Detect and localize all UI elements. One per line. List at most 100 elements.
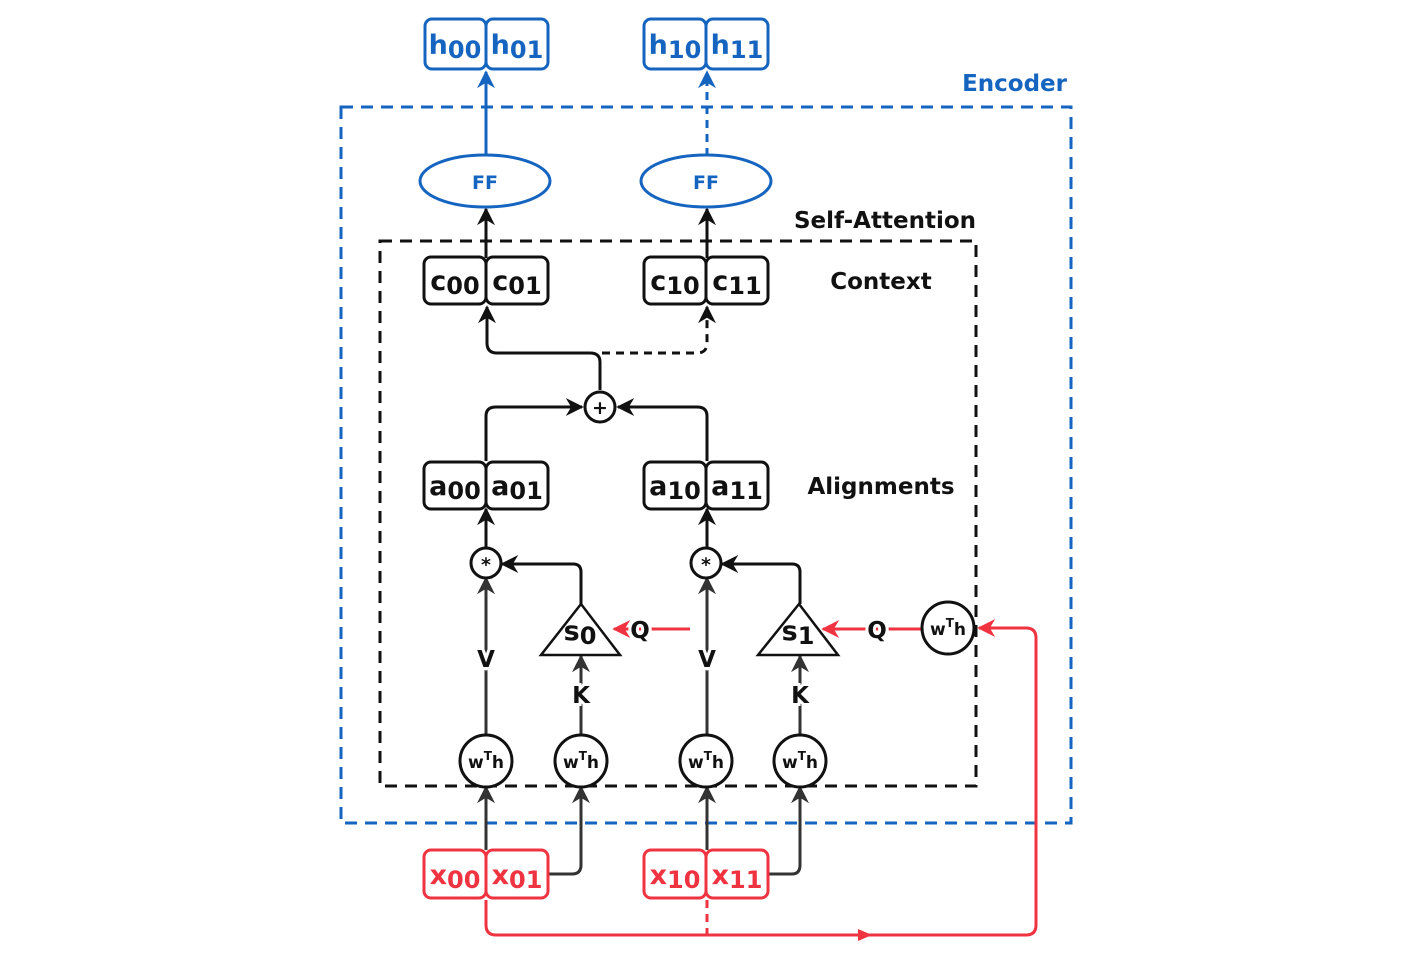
c10-sub: 10 xyxy=(666,272,699,300)
a11-sub: 11 xyxy=(729,477,762,505)
cell-x01 xyxy=(484,848,550,900)
arrow-a1-to-sum xyxy=(616,398,709,461)
proj-h-q: h xyxy=(954,620,966,640)
a11-base: a xyxy=(711,471,729,502)
svg-text:s0: s0 xyxy=(564,616,597,650)
svg-text:a00: a00 xyxy=(429,471,481,505)
arrow-sum-to-c1 xyxy=(602,305,716,355)
svg-text:wTh: wTh xyxy=(688,749,724,773)
svg-text:a01: a01 xyxy=(491,471,543,505)
s0-sub: 0 xyxy=(580,622,597,650)
context-label: Context xyxy=(830,269,931,295)
c00-sub: 00 xyxy=(446,272,479,300)
svg-text:x00: x00 xyxy=(430,860,481,894)
arrow-s1-to-mult1 xyxy=(720,555,802,604)
arrow-sum-to-c0 xyxy=(478,305,602,390)
multiply-icon-0: * xyxy=(481,554,491,576)
x00-base: x xyxy=(430,860,447,891)
svg-text:x10: x10 xyxy=(650,860,701,894)
cell-c01 xyxy=(484,255,550,306)
proj-node-v1: wTh xyxy=(678,733,734,789)
score-node-0: s0 xyxy=(538,601,623,657)
svg-text:wTh: wTh xyxy=(930,616,966,640)
self-attention-label: Self-Attention xyxy=(794,208,976,234)
proj-h-v0: h xyxy=(492,753,504,773)
svg-text:c10: c10 xyxy=(650,266,699,300)
arrow-x11-to-k1 xyxy=(768,785,809,876)
proj-circle-k1 xyxy=(772,733,828,789)
cell-x11 xyxy=(704,848,770,900)
ff-ellipse-1 xyxy=(639,153,773,209)
input-pair-1: x10 x11 xyxy=(642,848,770,900)
c11-sub: 11 xyxy=(728,272,761,300)
input-pair-0: x00 x01 xyxy=(422,848,550,900)
v-label-0: V xyxy=(477,647,495,673)
context-pair-1: c10 c11 xyxy=(642,255,770,306)
a01-base: a xyxy=(491,471,509,502)
svg-text:h00: h00 xyxy=(429,30,482,64)
arrow-x01-to-k0 xyxy=(548,785,590,876)
multiply-circle-1 xyxy=(689,546,723,580)
ff-node-0: FF xyxy=(418,153,552,209)
self-attention-boundary xyxy=(378,239,978,788)
h11-base: h xyxy=(711,30,730,61)
proj-w-k1: w xyxy=(782,753,798,773)
h10-sub: 10 xyxy=(668,36,701,64)
proj-node-k0: wTh xyxy=(553,733,609,789)
proj-w-k0: w xyxy=(563,753,579,773)
svg-text:wTh: wTh xyxy=(468,749,504,773)
c11-base: c xyxy=(712,266,728,297)
multiply-node-1: * xyxy=(689,546,723,580)
cell-h01 xyxy=(484,17,550,71)
arrow-s0-to-mult0 xyxy=(500,555,583,604)
svg-text:h10: h10 xyxy=(649,30,702,64)
x01-base: x xyxy=(492,860,509,891)
arrow-a0-to-sum xyxy=(484,398,584,461)
s1-sub: 1 xyxy=(798,622,815,650)
q-label-1: Q xyxy=(867,618,887,644)
proj-node-v0: wTh xyxy=(458,733,514,789)
x10-base: x xyxy=(650,860,667,891)
multiply-icon-1: * xyxy=(701,554,711,576)
score-triangle-0 xyxy=(538,601,623,657)
h11-sub: 11 xyxy=(730,36,763,64)
hidden-pair-0: h00 h01 xyxy=(423,17,550,71)
alignment-pair-1: a10 a11 xyxy=(642,460,770,511)
k-label-1: K xyxy=(791,683,810,709)
cell-a01 xyxy=(484,460,550,511)
x11-base: x xyxy=(712,860,729,891)
proj-h-k0: h xyxy=(587,753,599,773)
proj-circle-v1 xyxy=(678,733,734,789)
svg-text:a11: a11 xyxy=(711,471,763,505)
route-direction-arrow xyxy=(858,929,872,941)
x01-sub: 01 xyxy=(509,866,542,894)
svg-text:c01: c01 xyxy=(492,266,541,300)
sum-node: + xyxy=(583,390,617,424)
svg-text:s1: s1 xyxy=(782,616,815,650)
proj-w-v1: w xyxy=(688,753,704,773)
a10-sub: 10 xyxy=(667,477,700,505)
c10-base: c xyxy=(650,266,666,297)
ff-node-1: FF xyxy=(639,153,773,209)
input-route-line xyxy=(484,619,1038,937)
alignments-label: Alignments xyxy=(807,474,954,500)
svg-text:c11: c11 xyxy=(712,266,761,300)
a01-sub: 01 xyxy=(509,477,542,505)
s1-base: s xyxy=(782,616,798,647)
svg-text:x01: x01 xyxy=(492,860,543,894)
svg-text:h01: h01 xyxy=(491,30,544,64)
cell-a11 xyxy=(704,460,770,511)
a10-base: a xyxy=(649,471,667,502)
proj-t-q: T xyxy=(946,616,955,630)
proj-t-k0: T xyxy=(579,749,588,763)
proj-node-q: wTh xyxy=(920,600,976,656)
score-triangle-1 xyxy=(755,601,841,657)
proj-circle-q xyxy=(920,600,976,656)
h01-sub: 01 xyxy=(510,36,543,64)
x11-sub: 11 xyxy=(729,866,762,894)
c00-base: c xyxy=(430,266,446,297)
ff-ellipse-0 xyxy=(418,153,552,209)
s0-base: s xyxy=(564,616,580,647)
proj-circle-v0 xyxy=(458,733,514,789)
